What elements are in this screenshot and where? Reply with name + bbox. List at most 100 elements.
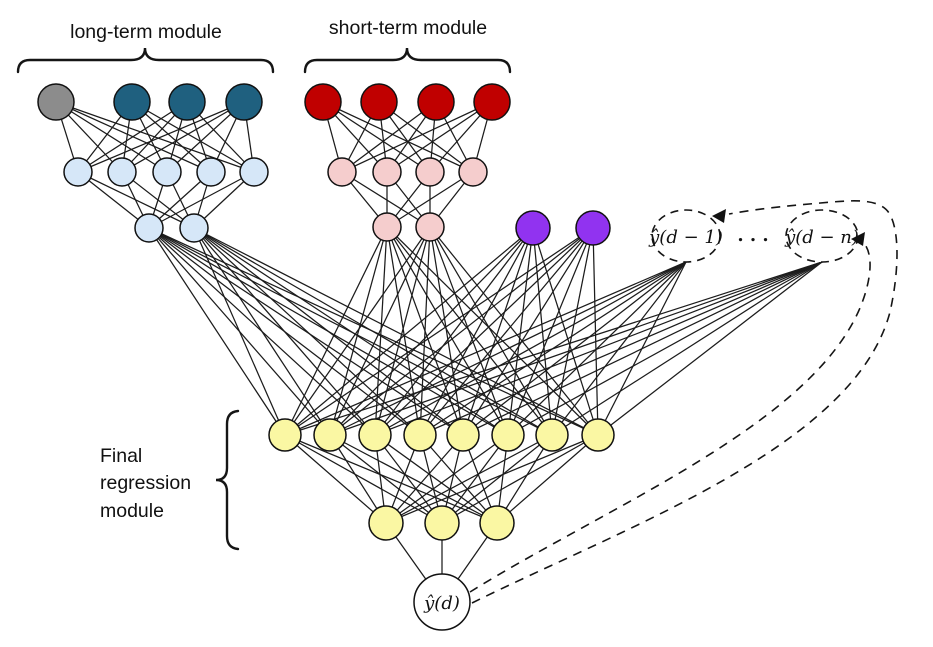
feature-to-regression-connection: [193, 227, 286, 436]
regression-hidden-node: [535, 418, 569, 452]
long-term-connection: [77, 101, 245, 173]
feature-to-regression-connection: [386, 226, 509, 436]
short-term-connection: [341, 171, 431, 228]
final-regression-label-line1: Final: [100, 445, 142, 467]
regression-hidden-node: [581, 418, 615, 452]
regression-connection: [419, 434, 498, 524]
feedback-arrowhead-inner-icon: [851, 232, 865, 246]
feature-to-regression-connection: [507, 227, 594, 436]
purple-feature-node: [515, 210, 551, 246]
long-term-connection: [148, 171, 255, 229]
short-term-connection: [386, 171, 474, 228]
output-node-label: ŷ(d): [423, 593, 460, 614]
long-term-input-node-gray: [37, 83, 75, 121]
output-node: [413, 573, 471, 631]
long-term-output-node: [179, 213, 209, 243]
feature-to-regression-connection: [193, 227, 421, 436]
long-term-module-label: long-term module: [70, 21, 222, 43]
feature-to-regression-connection: [462, 227, 534, 436]
feature-to-regression-connection: [419, 227, 534, 436]
feature-to-regression-connection: [374, 261, 823, 436]
recurrent-node-1: [651, 209, 721, 263]
regression-hidden-node: [403, 418, 437, 452]
regression-connection: [441, 434, 553, 524]
generated-network: [37, 83, 823, 631]
regression-connection: [284, 434, 443, 524]
feature-to-regression-connection: [193, 227, 553, 436]
regression-connection: [329, 434, 443, 524]
feature-to-regression-connection: [193, 227, 376, 436]
recurrent-input-1-label: ŷ(d − 1): [648, 227, 723, 248]
short-term-hidden-node: [327, 157, 357, 187]
short-term-hidden-node: [415, 157, 445, 187]
feature-to-regression-connection: [507, 227, 534, 436]
feature-to-regression-connection: [419, 261, 823, 436]
short-term-connection: [322, 101, 431, 173]
feature-to-regression-connection: [374, 226, 388, 436]
feature-to-regression-connection: [551, 227, 594, 436]
long-term-hidden-node: [196, 157, 226, 187]
short-term-hidden-node: [458, 157, 488, 187]
long-term-connection: [77, 101, 188, 173]
regression-connection: [374, 434, 443, 524]
regression-connection: [374, 434, 498, 524]
regression-connection: [284, 434, 387, 524]
feature-to-regression-connection: [284, 227, 534, 436]
feature-to-regression-connection: [374, 227, 594, 436]
regression-connection: [441, 434, 599, 524]
feature-to-regression-connection: [148, 227, 286, 436]
short-term-output-node: [415, 212, 445, 242]
regression-hidden-node: [313, 418, 347, 452]
feature-to-regression-connection: [386, 226, 599, 436]
feature-to-regression-connection: [429, 226, 509, 436]
regression-hidden-node: [446, 418, 480, 452]
feature-to-regression-connection: [419, 226, 431, 436]
final-regression-label-line3: module: [100, 500, 164, 522]
feedback-loop-outer: [471, 200, 898, 604]
long-term-connection: [55, 101, 168, 173]
feature-to-regression-connection: [462, 261, 823, 436]
feature-to-regression-connection: [597, 261, 823, 436]
long-term-connection: [77, 171, 150, 229]
long-term-hidden-node: [152, 157, 182, 187]
regression-connection: [385, 434, 464, 524]
feature-to-regression-connection: [193, 227, 509, 436]
final-regression-brace: [215, 409, 240, 551]
regression-hidden-node: [491, 418, 525, 452]
final-regression-label-line2: regression: [100, 472, 191, 494]
feature-to-regression-connection: [329, 227, 594, 436]
regression-connection: [385, 434, 509, 524]
feature-to-regression-connection: [551, 261, 823, 436]
feature-to-regression-connection: [429, 226, 464, 436]
regression-connection: [385, 434, 553, 524]
feature-to-regression-connection: [193, 227, 599, 436]
short-term-brace: [303, 47, 512, 74]
feature-to-regression-connection: [193, 227, 464, 436]
long-term-input-node: [168, 83, 206, 121]
short-term-hidden-node: [372, 157, 402, 187]
short-term-input-node: [473, 83, 511, 121]
short-term-connection: [386, 101, 493, 173]
feature-to-regression-connection: [329, 261, 687, 436]
feature-to-regression-connection: [429, 226, 553, 436]
feature-to-regression-connection: [284, 226, 388, 436]
regression-connection: [284, 434, 498, 524]
long-term-brace: [16, 47, 275, 74]
feedback-arrowhead-outer-icon: [712, 209, 726, 223]
regression-hidden2-node: [368, 505, 404, 541]
regression-hidden2-node: [424, 505, 460, 541]
regression-hidden2-node: [479, 505, 515, 541]
short-term-module-label: short-term module: [329, 17, 487, 39]
feature-to-regression-connection: [329, 226, 388, 436]
feedback-loop-inner: [469, 240, 871, 593]
feature-to-regression-connection: [551, 261, 687, 436]
feature-to-regression-connection: [374, 226, 431, 436]
feature-to-regression-connection: [386, 226, 421, 436]
feature-to-regression-connection: [374, 261, 687, 436]
recurrent-input-n-label: ŷ(d − n): [784, 227, 859, 248]
short-term-connection: [322, 101, 474, 173]
short-term-connection: [341, 101, 437, 173]
short-term-output-node: [372, 212, 402, 242]
